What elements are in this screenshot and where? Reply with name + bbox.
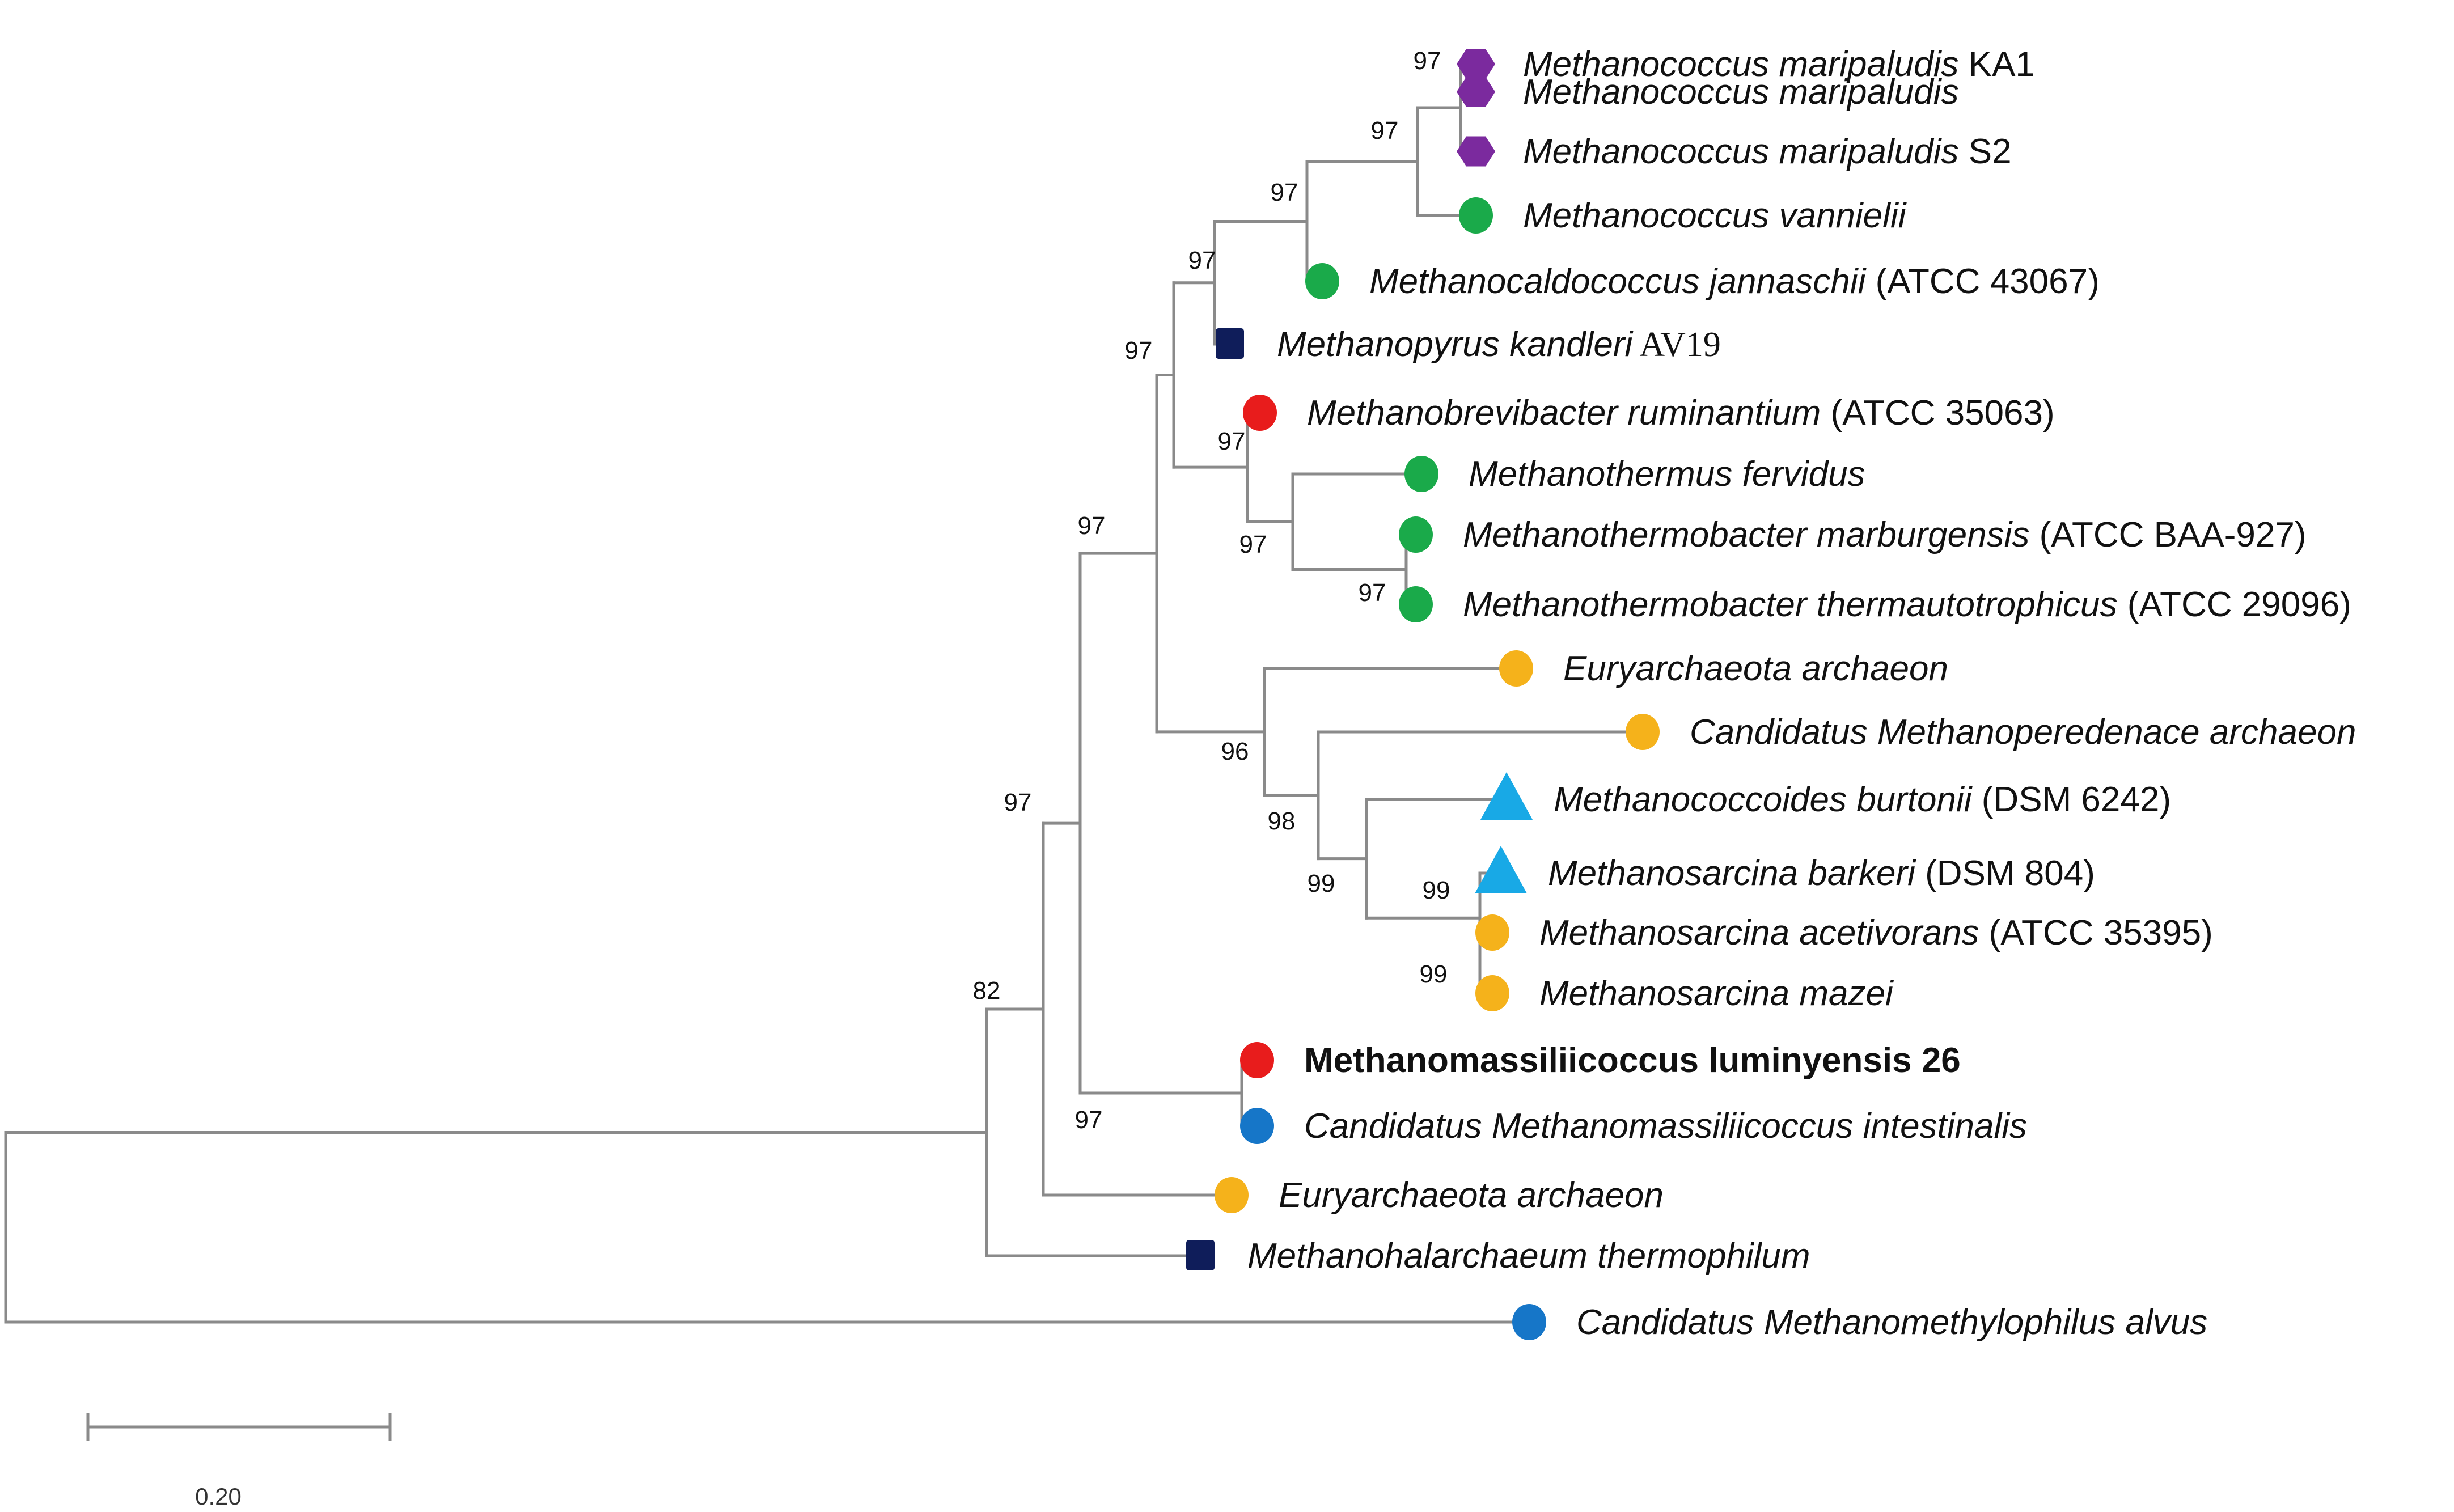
taxon-name: Methanosarcina acetivorans — [1539, 913, 1979, 952]
triangle-marker-cyan — [1475, 846, 1527, 893]
taxon-markers — [1186, 49, 1660, 1340]
bootstrap-value: 97 — [1271, 179, 1298, 206]
taxon-suffix: (ATCC BAA-927) — [2029, 515, 2306, 554]
taxon-label: Methanococcus maripaludis S2 — [1523, 132, 2012, 171]
bootstrap-value: 97 — [1414, 47, 1441, 75]
circle-marker-green — [1399, 516, 1433, 553]
taxon-label: Methanosarcina mazei — [1539, 974, 1894, 1013]
taxon-label: Methanocaldococcus jannaschii (ATCC 4306… — [1369, 262, 2100, 301]
taxon-suffix: (DSM 804) — [1915, 854, 2095, 893]
circle-marker-red — [1240, 1042, 1274, 1078]
taxon-suffix: S2 — [1959, 132, 2012, 171]
taxon-name: Methanohalarchaeum thermophilum — [1247, 1236, 1810, 1276]
bootstrap-value: 97 — [1188, 247, 1216, 274]
square-marker-navy — [1216, 328, 1244, 359]
taxon-name: Candidatus Methanomassiliicoccus intesti… — [1304, 1107, 2027, 1146]
taxon-name: Methanococcus maripaludis — [1523, 132, 1959, 171]
taxon-name: Methanosarcina mazei — [1539, 974, 1894, 1013]
taxon-suffix: (ATCC 29096) — [2118, 585, 2351, 624]
bootstrap-values: 97 97 97 97 97 97 97 97 96 98 99 99 99 97 97 97 82 — [973, 47, 1450, 1134]
taxon-name: Methanothermobacter thermautotrophicus — [1463, 585, 2118, 624]
circle-marker-blue — [1512, 1304, 1546, 1340]
bootstrap-value: 99 — [1420, 960, 1448, 988]
taxon-name: Methanococcus maripaludis — [1523, 45, 1959, 84]
taxon-suffix: KA1 — [1959, 45, 2035, 84]
taxon-label: Methanobrevibacter ruminantium (ATCC 350… — [1307, 393, 2055, 433]
taxon-label: Methanococcus maripaludis KA1 — [1523, 45, 2035, 84]
tree-branches — [4, 62, 1629, 1324]
bootstrap-value: 97 — [1075, 1106, 1103, 1134]
circle-marker-blue — [1240, 1108, 1274, 1144]
bootstrap-value: 99 — [1423, 876, 1450, 904]
taxon-label: Methanococcoides burtonii (DSM 6242) — [1554, 780, 2171, 819]
taxon-label: Methanothermus fervidus — [1469, 455, 1865, 494]
taxon-name: Methanobrevibacter ruminantium — [1307, 393, 1821, 433]
bootstrap-value: 98 — [1268, 807, 1296, 835]
taxon-label: Candidatus Methanomethylophilus alvus — [1576, 1303, 2207, 1342]
taxon-suffix: (ATCC 35063) — [1821, 393, 2054, 433]
taxon-name: Candidatus Methanomethylophilus alvus — [1576, 1303, 2207, 1342]
taxon-label: Candidatus Methanomassiliicoccus intesti… — [1304, 1107, 2027, 1146]
circle-marker-orange — [1626, 714, 1660, 750]
circle-marker-red — [1243, 395, 1277, 431]
scale-bar: 0.20 — [86, 1413, 392, 1510]
circle-marker-green — [1399, 586, 1433, 622]
taxon-label: Methanomassiliicoccus luminyensis 26 — [1304, 1041, 1961, 1080]
taxon-label: Methanothermobacter thermautotrophicus (… — [1463, 585, 2351, 624]
taxon-name: Methanococcus vannielii — [1523, 196, 1907, 235]
taxon-label: Methanococcus vannielii — [1523, 196, 1907, 235]
bootstrap-value: 96 — [1221, 738, 1249, 765]
taxon-name: Euryarchaeota archaeon — [1279, 1176, 1664, 1215]
bootstrap-value: 97 — [1371, 117, 1399, 145]
circle-marker-orange — [1475, 914, 1509, 951]
circle-marker-orange — [1215, 1177, 1249, 1213]
bootstrap-value: 97 — [1218, 427, 1246, 455]
bootstrap-value: 97 — [1125, 337, 1153, 365]
taxon-label: Methanococcus maripaludis — [1523, 73, 1959, 112]
triangle-marker-cyan — [1480, 772, 1533, 820]
bootstrap-value: 99 — [1308, 870, 1335, 897]
taxon-name: Euryarchaeota archaeon — [1563, 649, 1948, 688]
taxon-name: Methanothermus fervidus — [1469, 455, 1865, 494]
taxon-label: Euryarchaeota archaeon — [1279, 1176, 1664, 1215]
taxon-suffix: (ATCC 35395) — [1979, 913, 2212, 952]
bootstrap-value: 82 — [973, 977, 1001, 1005]
taxon-label: Euryarchaeota archaeon — [1563, 649, 1948, 688]
taxon-label: Methanopyrus kandleri AV19 — [1277, 325, 1721, 364]
hexagon-marker-purple — [1457, 77, 1495, 107]
taxon-name: Methanosarcina barkeri — [1548, 854, 1916, 893]
taxon-labels: Methanococcus maripaludis KA1Methanococc… — [1247, 45, 2356, 1342]
circle-marker-orange — [1499, 650, 1533, 687]
taxon-name: Candidatus Methanoperedenace archaeon — [1690, 713, 2356, 752]
bootstrap-value: 97 — [1078, 512, 1106, 540]
taxon-name: Methanococcoides burtonii — [1554, 780, 1973, 819]
taxon-name: Methanococcus maripaludis — [1523, 73, 1959, 112]
square-marker-navy — [1186, 1240, 1215, 1270]
taxon-label: Candidatus Methanoperedenace archaeon — [1690, 713, 2356, 752]
taxon-label: Methanohalarchaeum thermophilum — [1247, 1236, 1810, 1276]
taxon-name: Methanocaldococcus jannaschii — [1369, 262, 1867, 301]
taxon-suffix: (DSM 6242) — [1972, 780, 2171, 819]
circle-marker-green — [1305, 263, 1339, 299]
circle-marker-green — [1404, 456, 1438, 492]
bootstrap-value: 97 — [1359, 579, 1386, 607]
circle-marker-orange — [1475, 975, 1509, 1011]
taxon-name: Methanothermobacter marburgensis — [1463, 515, 2029, 554]
taxon-suffix: (ATCC 43067) — [1865, 262, 2099, 301]
taxon-label: Methanosarcina acetivorans (ATCC 35395) — [1539, 913, 2213, 952]
bootstrap-value: 97 — [1239, 531, 1267, 558]
scale-bar-label: 0.20 — [195, 1483, 242, 1510]
taxon-label: Methanothermobacter marburgensis (ATCC B… — [1463, 515, 2306, 554]
bootstrap-value: 97 — [1004, 789, 1032, 816]
taxon-label: Methanosarcina barkeri (DSM 804) — [1548, 854, 2095, 893]
taxon-name: Methanopyrus kandleri — [1277, 325, 1634, 364]
hexagon-marker-purple — [1457, 49, 1495, 79]
circle-marker-green — [1459, 197, 1493, 234]
taxon-suffix: AV19 — [1632, 325, 1721, 364]
hexagon-marker-purple — [1457, 136, 1495, 167]
taxon-name: Methanomassiliicoccus luminyensis 26 — [1304, 1041, 1961, 1080]
